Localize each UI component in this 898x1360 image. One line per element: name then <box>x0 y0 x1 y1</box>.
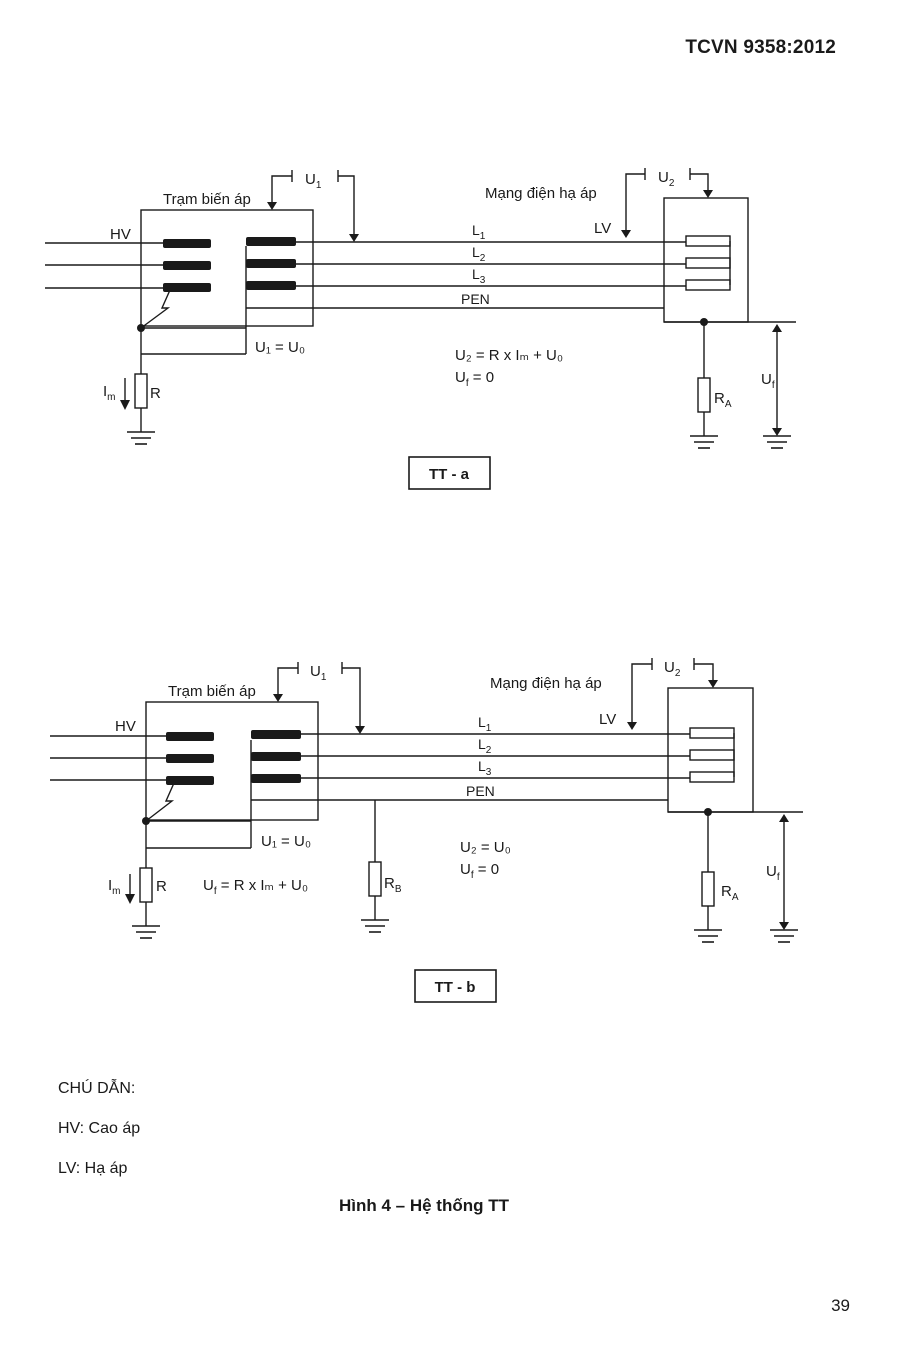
diagram-tt-a: Trạm biến áp HV L1 L2 L3 PEN U1 U₁ = U₀ … <box>45 168 796 490</box>
primary-winding <box>166 732 214 741</box>
network-label: Mạng điện hạ áp <box>485 185 597 202</box>
u1-label: U1 <box>310 663 327 683</box>
u2-equation: U₂ = U₀ <box>460 839 511 856</box>
primary-winding <box>163 239 211 248</box>
fault-zigzag <box>145 782 175 822</box>
primary-winding <box>163 283 211 292</box>
primary-winding <box>166 754 214 763</box>
l3-label: L3 <box>478 758 492 778</box>
substation-box <box>145 701 319 821</box>
l3-label: L3 <box>472 266 486 286</box>
substation-label: Trạm biến áp <box>163 191 251 208</box>
u1-equals-u0: U₁ = U₀ <box>255 339 305 356</box>
u2-label: U2 <box>664 659 681 679</box>
uf-label: Uf <box>761 371 775 391</box>
secondary-winding <box>251 752 301 761</box>
diagram-label-tt-b: TT - b <box>435 979 476 996</box>
uf-r-equation: Uf = R x Iₘ + U₀ <box>203 877 308 897</box>
network-label: Mạng điện hạ áp <box>490 675 602 692</box>
resistor-r <box>139 867 153 903</box>
resistor-ra <box>697 377 711 413</box>
diagram-label-box <box>414 969 497 1003</box>
primary-winding <box>163 261 211 270</box>
substation-label: Trạm biến áp <box>168 683 256 700</box>
pen-label: PEN <box>466 783 495 799</box>
legend-title: CHÚ DẪN: <box>58 1080 136 1097</box>
u1-equals-u0: U₁ = U₀ <box>261 833 311 850</box>
l2-label: L2 <box>478 736 492 756</box>
fault-zigzag <box>140 289 171 329</box>
pen-label: PEN <box>461 291 490 307</box>
ra-label: RA <box>714 390 732 410</box>
secondary-winding <box>246 237 296 246</box>
resistor-ra <box>701 871 715 907</box>
r-label: R <box>150 385 161 402</box>
secondary-winding <box>251 774 301 783</box>
lv-label: LV <box>594 220 611 237</box>
figure-caption: Hình 4 – Hệ thống TT <box>339 1196 509 1215</box>
document-standard-header: TCVN 9358:2012 <box>685 37 836 58</box>
uf-equation: Uf = 0 <box>460 861 499 881</box>
uf-equation: Uf = 0 <box>455 369 494 389</box>
primary-winding <box>166 776 214 785</box>
u1-label: U1 <box>305 171 322 191</box>
u2-label: U2 <box>658 169 675 189</box>
lv-label: LV <box>599 711 616 728</box>
u2-equation: U₂ = R x Iₘ + U₀ <box>455 347 563 364</box>
page-number: 39 <box>831 1296 850 1315</box>
l1-label: L1 <box>472 222 486 242</box>
consumer-installation-box <box>663 197 749 323</box>
ra-label: RA <box>721 883 739 903</box>
substation-box <box>140 209 314 327</box>
rb-label: RB <box>384 875 402 895</box>
secondary-winding <box>246 281 296 290</box>
secondary-winding <box>251 730 301 739</box>
diagram-tt-b: Trạm biến áp HV L1 L2 L3 PEN U1 U₁ = U₀ … <box>50 658 803 1003</box>
im-label: Im <box>108 877 121 897</box>
legend-lv: LV: Hạ áp <box>58 1160 128 1177</box>
legend-hv: HV: Cao áp <box>58 1120 141 1137</box>
secondary-winding <box>246 259 296 268</box>
l2-label: L2 <box>472 244 486 264</box>
diagram-label-tt-a: TT - a <box>429 466 470 483</box>
hv-label: HV <box>115 718 136 735</box>
resistor-rb <box>368 861 382 897</box>
im-label: Im <box>103 383 116 403</box>
resistor-r <box>134 373 148 409</box>
r-label: R <box>156 878 167 895</box>
l1-label: L1 <box>478 714 492 734</box>
diagram-label-box <box>408 456 491 490</box>
uf-label: Uf <box>766 863 780 883</box>
hv-label: HV <box>110 226 131 243</box>
